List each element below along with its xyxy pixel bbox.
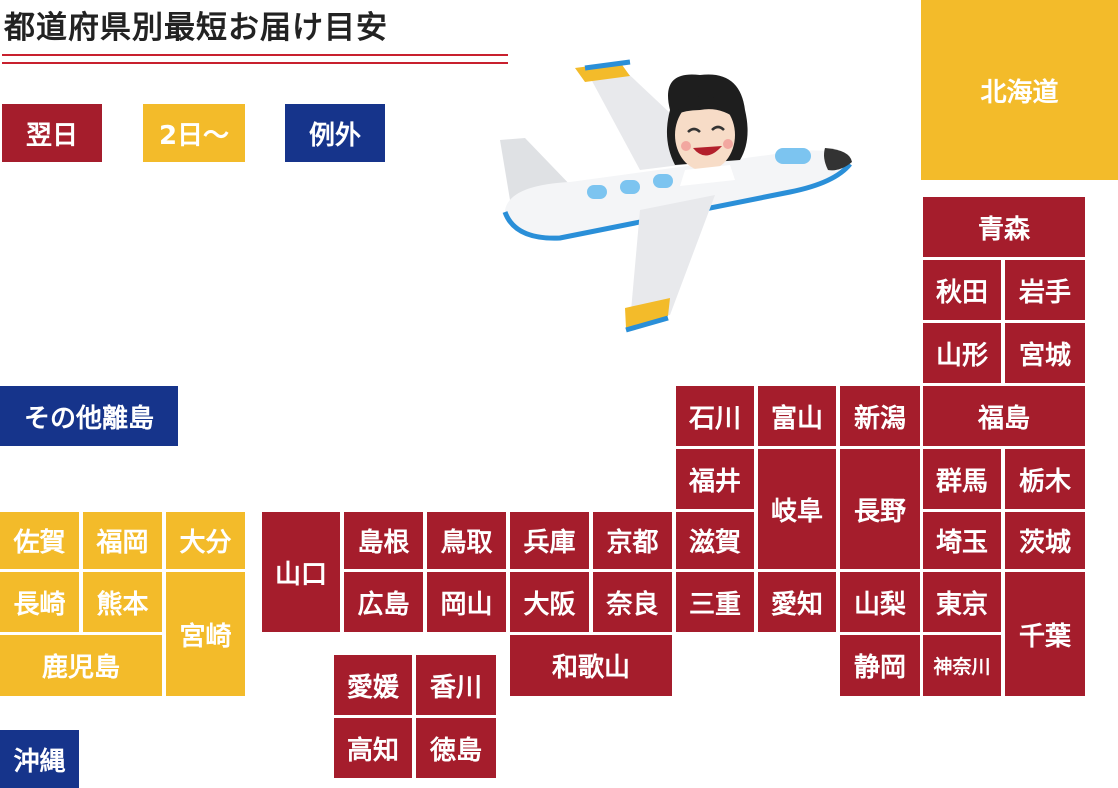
region-nagano: 長野 <box>840 449 920 569</box>
region-kagawa: 香川 <box>416 655 496 715</box>
region-nara: 奈良 <box>593 572 672 632</box>
region-fukushima: 福島 <box>923 386 1085 446</box>
region-tokushima: 徳島 <box>416 718 496 778</box>
legend-next-day: 翌日 <box>2 104 102 162</box>
region-kanagawa: 神奈川 <box>923 635 1001 696</box>
title-underline <box>2 54 508 64</box>
region-gifu: 岐阜 <box>758 449 836 569</box>
pilot-icon <box>666 74 748 186</box>
region-aichi: 愛知 <box>758 572 836 632</box>
region-niigata: 新潟 <box>840 386 920 446</box>
region-ibaraki: 茨城 <box>1005 512 1085 569</box>
region-ishikawa: 石川 <box>676 386 754 446</box>
region-aomori: 青森 <box>923 197 1085 257</box>
region-hiroshima: 広島 <box>344 572 423 632</box>
region-saga: 佐賀 <box>0 512 79 569</box>
region-kagoshima: 鹿児島 <box>0 635 162 696</box>
region-nagasaki: 長崎 <box>0 572 79 632</box>
region-ehime: 愛媛 <box>334 655 412 715</box>
region-osaka: 大阪 <box>510 572 589 632</box>
legend-exception: 例外 <box>285 104 385 162</box>
region-shizuoka: 静岡 <box>840 635 920 696</box>
region-hokkaido: 北海道 <box>921 0 1118 180</box>
region-iwate: 岩手 <box>1005 260 1085 320</box>
region-yamanashi: 山梨 <box>840 572 920 632</box>
region-shiga: 滋賀 <box>676 512 754 569</box>
region-chiba: 千葉 <box>1005 572 1085 696</box>
legend-two-days: 2日〜 <box>143 104 245 162</box>
region-tottori: 鳥取 <box>427 512 506 569</box>
region-saitama: 埼玉 <box>923 512 1001 569</box>
region-okayama: 岡山 <box>427 572 506 632</box>
region-kochi: 高知 <box>334 718 412 778</box>
region-yamagata: 山形 <box>923 323 1001 383</box>
region-toyama: 富山 <box>758 386 836 446</box>
region-tochigi: 栃木 <box>1005 449 1085 509</box>
region-yamaguchi: 山口 <box>262 512 340 632</box>
region-kumamoto: 熊本 <box>83 572 162 632</box>
region-shimane: 島根 <box>344 512 423 569</box>
region-mie: 三重 <box>676 572 754 632</box>
region-fukuoka: 福岡 <box>83 512 162 569</box>
region-tokyo: 東京 <box>923 572 1001 632</box>
region-akita: 秋田 <box>923 260 1001 320</box>
region-other-islands: その他離島 <box>0 386 178 446</box>
region-hyogo: 兵庫 <box>510 512 589 569</box>
page-title: 都道府県別最短お届け目安 <box>4 10 388 46</box>
region-wakayama: 和歌山 <box>510 635 672 696</box>
region-miyazaki: 宮崎 <box>166 572 245 696</box>
region-oita: 大分 <box>166 512 245 569</box>
region-fukui: 福井 <box>676 449 754 509</box>
region-miyagi: 宮城 <box>1005 323 1085 383</box>
region-kyoto: 京都 <box>593 512 672 569</box>
region-gunma: 群馬 <box>923 449 1001 509</box>
region-okinawa: 沖縄 <box>0 730 79 788</box>
airplane-illustration <box>500 59 852 333</box>
